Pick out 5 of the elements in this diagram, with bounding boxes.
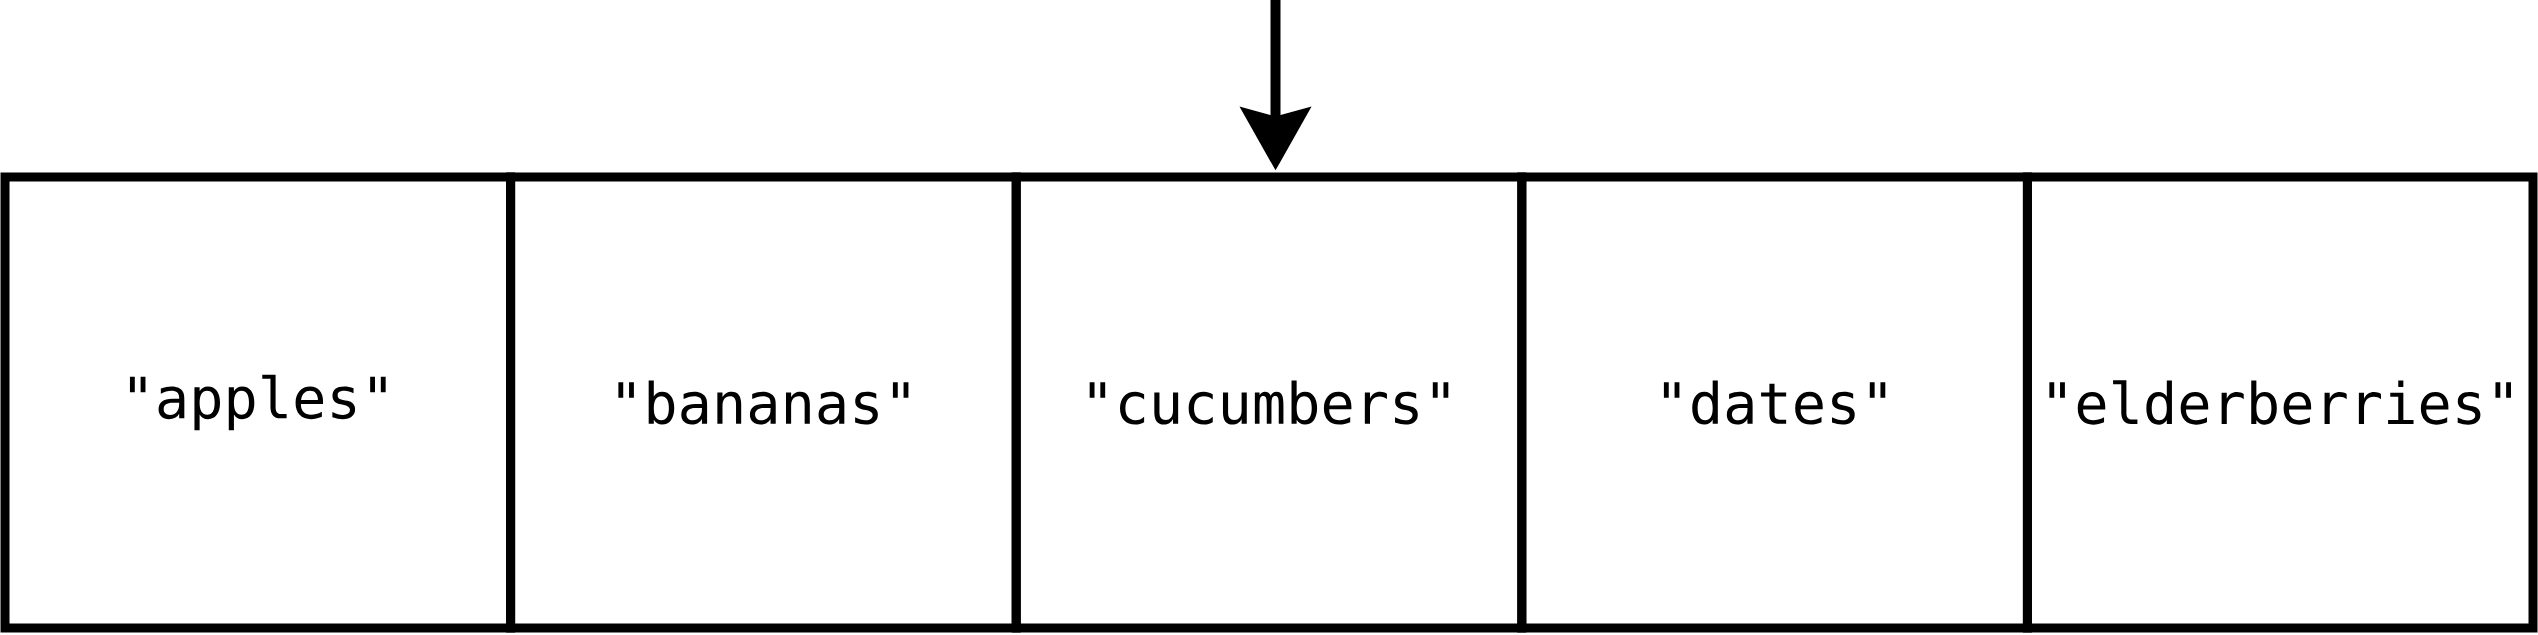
array-cell: "cucumbers" bbox=[1011, 172, 1527, 633]
array-cell: "apples" bbox=[0, 172, 516, 633]
array-cell: "bananas" bbox=[506, 172, 1021, 633]
array-cell: "dates" bbox=[1517, 172, 2032, 633]
array-cell: "elderberries" bbox=[2022, 172, 2538, 633]
